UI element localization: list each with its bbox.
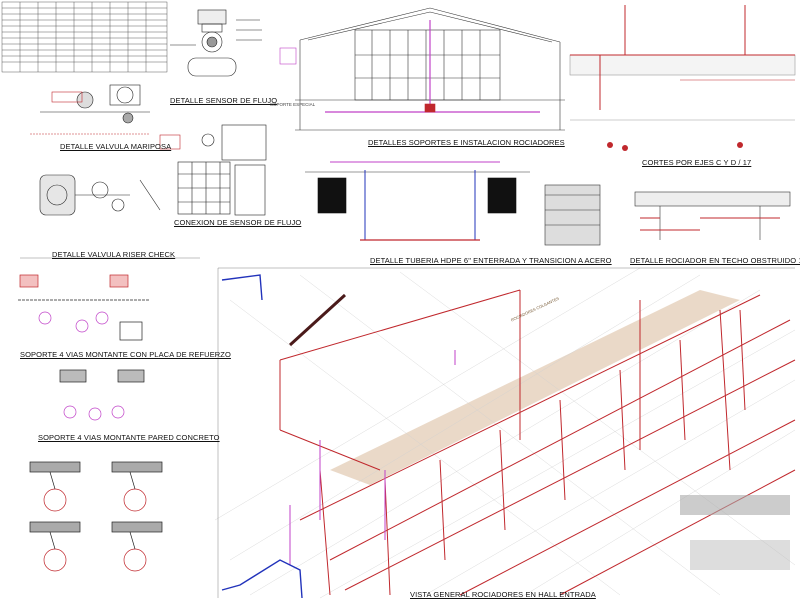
soporte-placa-drawing [18,274,150,341]
title-vista-general: VISTA GENERAL ROCIADORES EN HALL ENTRADA [410,590,596,599]
isometric-view [214,267,796,599]
conexion-sensor-drawing [159,124,267,216]
cortes-drawing [569,5,796,151]
soporte-pared-drawing [59,369,145,421]
title-rociador-techo: DETALLE ROCIADOR EN TECHO OBSTRUIDO 1 [630,256,800,265]
title-soporte-pared: SOPORTE 4 VIAS MONTANTE PARED CONCRETO [38,433,220,442]
title-valvula-mariposa: DETALLE VALVULA MARIPOSA [60,142,172,151]
title-soportes-rociadores: DETALLES SOPORTES E INSTALACION ROCIADOR… [368,138,565,147]
valvula-mariposa-drawing [30,84,150,135]
title-soporte-placa: SOPORTE 4 VIAS MONTANTE CON PLACA DE REF… [20,350,231,359]
spec-table [1,1,168,73]
label-soporte-especial: SOPORTE ESPECIAL [270,102,316,107]
title-conexion-sensor: CONEXION DE SENSOR DE FLUJO [174,218,302,227]
sensor-flujo-drawing [170,9,262,77]
rociador-techo-drawing [634,191,791,240]
pipe-hanger-details [29,461,163,572]
title-cortes: CORTES POR EJES C Y D / 17 [642,158,752,167]
frame-lines [20,257,795,598]
title-valvula-riser: DETALLE VALVULA RISER CHECK [52,250,176,259]
title-sensor-flujo: DETALLE SENSOR DE FLUJO [170,96,278,105]
title-tuberia-hdpe: DETALLE TUBERIA HDPE 6" ENTERRADA Y TRAN… [370,256,612,265]
valvula-riser-drawing [39,174,161,216]
roof-elevation [279,7,565,131]
tuberia-hdpe-drawing [305,161,601,246]
